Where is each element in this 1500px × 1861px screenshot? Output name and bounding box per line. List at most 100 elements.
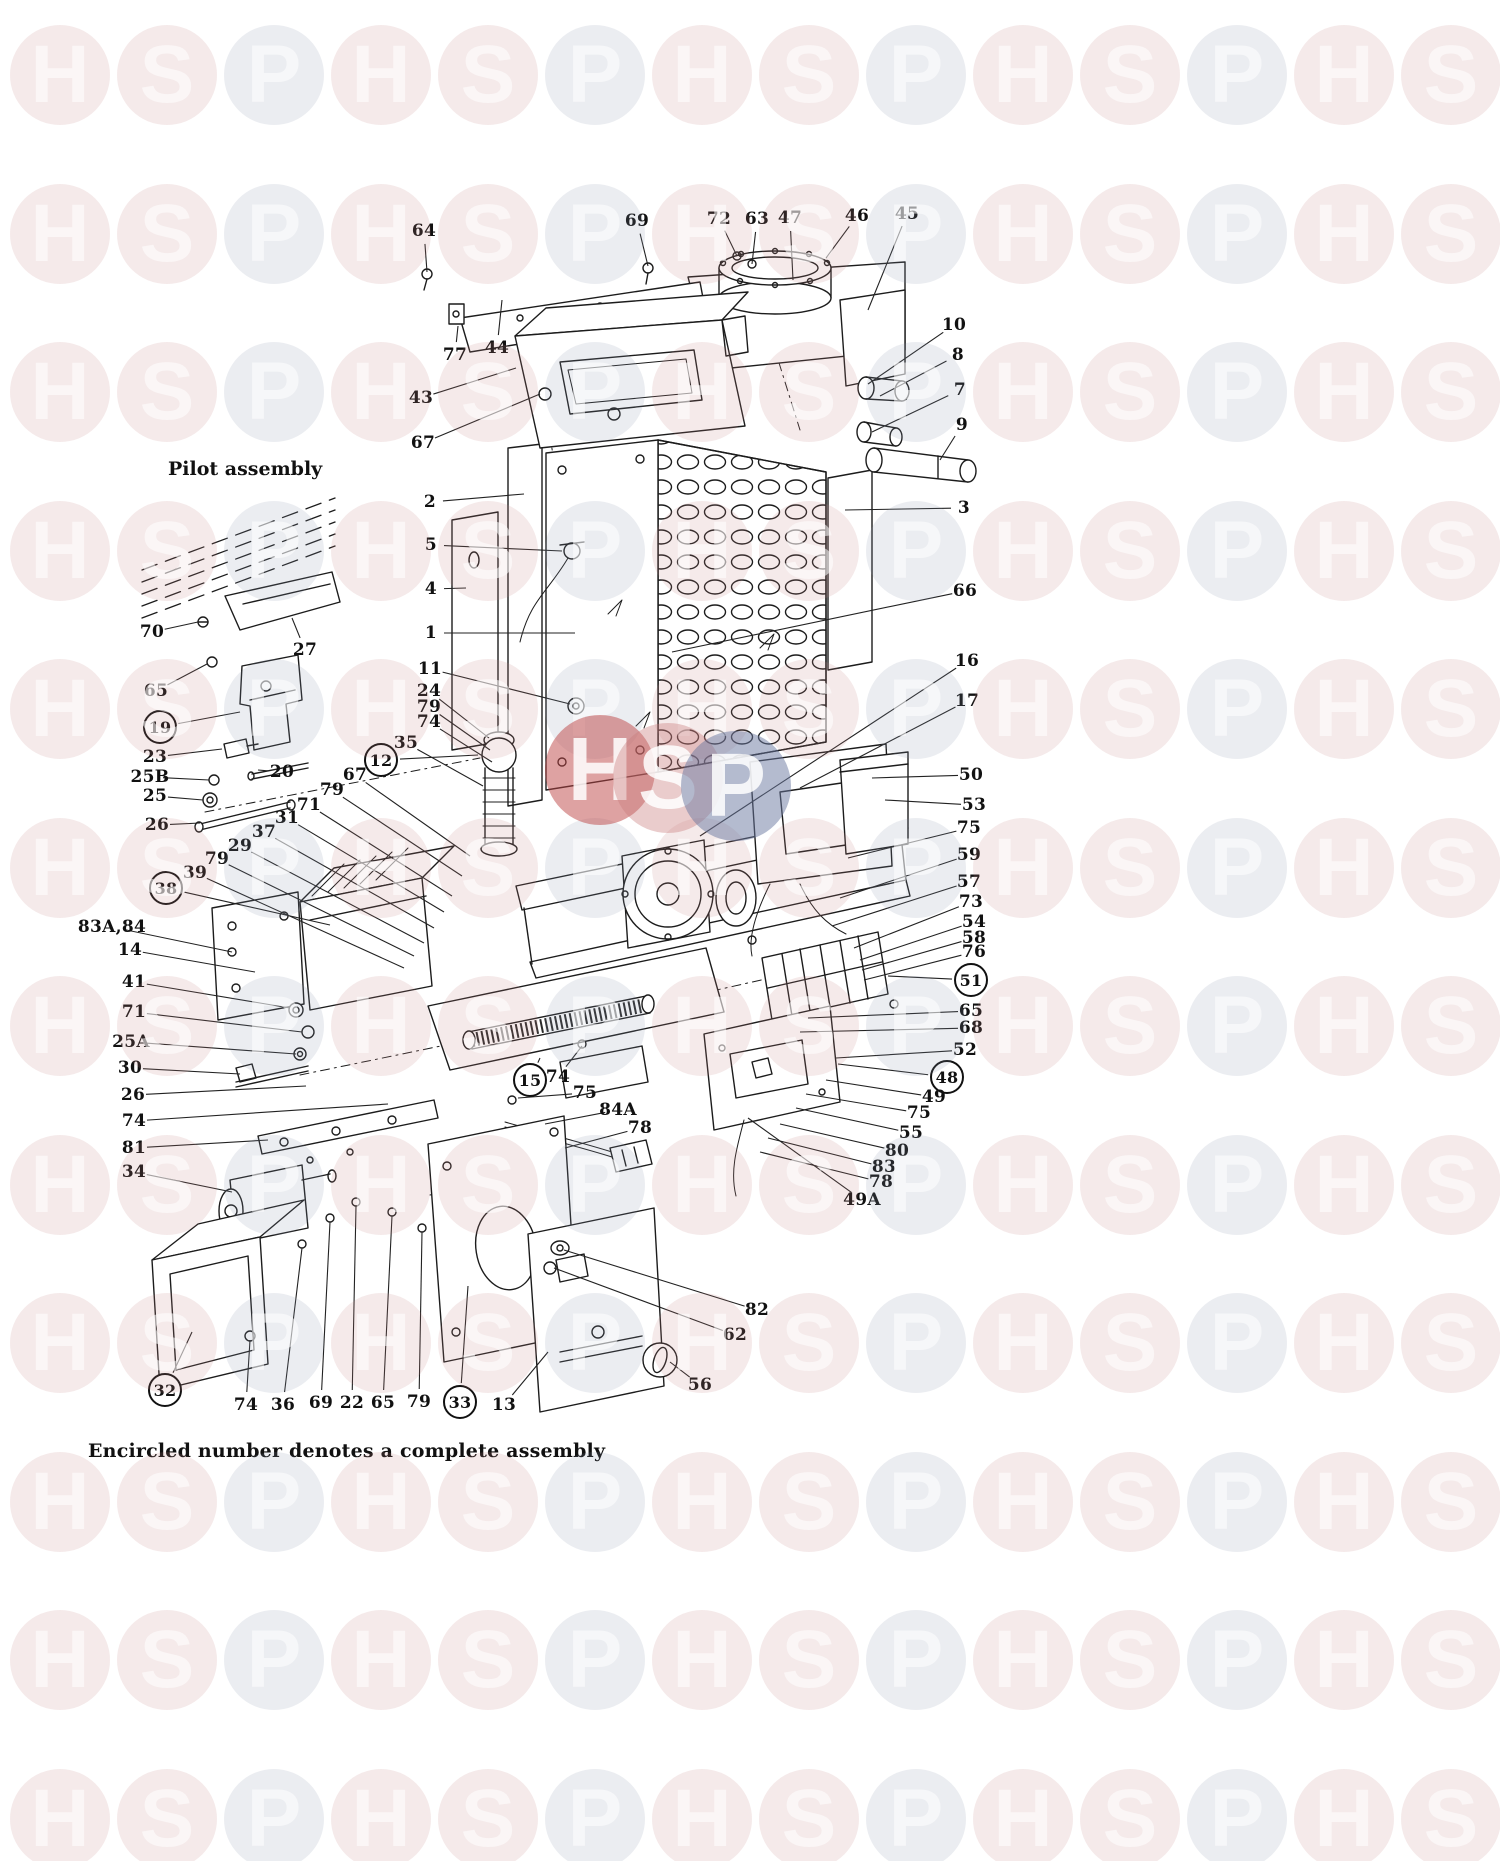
leader-line-57 [831, 885, 957, 927]
leader-line-78 [564, 1130, 628, 1149]
part-label-13: 13 [491, 1395, 517, 1415]
part-label-58: 58 [961, 928, 987, 948]
part-label-8: 8 [951, 345, 965, 365]
leader-line-25 [167, 796, 204, 801]
part-label-4: 4 [424, 579, 438, 599]
pilot-assembly-label: Pilot assembly [168, 458, 323, 480]
leader-line-73 [853, 906, 960, 949]
leader-line-67 [434, 393, 541, 439]
leader-line-79 [228, 864, 415, 957]
leader-line-3 [844, 507, 952, 511]
leader-line-74 [246, 1339, 251, 1393]
leader-line-19 [178, 711, 241, 725]
part-label-5: 5 [424, 535, 438, 555]
part-label-75: 75 [906, 1103, 932, 1123]
part-label-31: 31 [274, 808, 300, 828]
part-label-71: 71 [296, 795, 322, 815]
part-label-55: 55 [898, 1123, 924, 1143]
part-label-83: 83 [871, 1157, 897, 1177]
leader-line-51 [887, 975, 953, 980]
part-label-19: 19 [143, 710, 177, 744]
part-label-29: 29 [227, 836, 253, 856]
part-label-69: 69 [308, 1393, 334, 1413]
leader-line-70 [164, 621, 199, 630]
leader-line-62 [553, 1267, 723, 1332]
part-label-47: 47 [777, 208, 803, 228]
leader-line-10 [867, 331, 944, 385]
leader-line-64 [424, 243, 428, 273]
leader-line-43 [433, 367, 517, 395]
part-label-1: 1 [424, 623, 438, 643]
part-label-43: 43 [408, 388, 434, 408]
part-label-35: 35 [393, 733, 419, 753]
leader-line-83 [767, 1137, 872, 1165]
leader-line-68 [799, 1027, 959, 1033]
leader-line-49A [747, 1117, 852, 1193]
leader-line-72 [724, 230, 738, 257]
part-label-26: 26 [144, 815, 170, 835]
leader-line-66 [671, 593, 953, 653]
part-label-9: 9 [955, 415, 969, 435]
leader-line-79 [439, 714, 491, 751]
leader-line-36 [284, 1247, 303, 1393]
part-label-50: 50 [958, 765, 984, 785]
leader-line-20 [257, 769, 270, 772]
leader-line-37 [275, 837, 435, 929]
part-label-20: 20 [269, 762, 295, 782]
part-label-15: 15 [513, 1063, 547, 1097]
leader-line-12 [399, 754, 479, 760]
fan-assembly-group [621, 839, 757, 949]
leader-line-69 [639, 233, 649, 267]
part-label-49: 49 [921, 1087, 947, 1107]
leader-line-44 [497, 299, 503, 336]
leader-line-13 [511, 1351, 549, 1396]
part-label-72: 72 [706, 209, 732, 229]
part-label-74: 74 [416, 712, 442, 732]
part-label-79: 79 [406, 1392, 432, 1412]
part-label-22: 22 [339, 1393, 365, 1413]
leader-line-80 [779, 1123, 885, 1149]
part-label-32: 32 [148, 1373, 182, 1407]
leader-line-75 [805, 1093, 907, 1112]
leader-line-84A [544, 1111, 606, 1125]
part-label-25A: 25A [112, 1032, 150, 1052]
leader-line-25A [143, 1042, 297, 1055]
part-label-62: 62 [722, 1325, 748, 1345]
part-label-76: 76 [961, 942, 987, 962]
part-label-57: 57 [956, 872, 982, 892]
leader-line-30 [142, 1068, 241, 1075]
leader-line-41 [146, 983, 291, 1009]
part-label-67: 67 [342, 765, 368, 785]
part-label-70: 70 [139, 622, 165, 642]
leader-line-35 [417, 748, 484, 787]
leader-line-11 [442, 671, 571, 705]
leader-line-54 [859, 925, 962, 961]
elbow-and-tube-group [480, 731, 518, 857]
leader-line-47 [790, 230, 794, 281]
part-label-39: 39 [182, 863, 208, 883]
leader-line-4 [443, 587, 467, 590]
part-label-54: 54 [961, 912, 987, 932]
leader-line-67 [365, 782, 471, 857]
part-label-74: 74 [233, 1395, 259, 1415]
part-label-81: 81 [121, 1138, 147, 1158]
leader-line-49 [825, 1079, 922, 1096]
leader-line-69 [321, 1221, 331, 1391]
part-label-79: 79 [319, 780, 345, 800]
part-label-26: 26 [120, 1085, 146, 1105]
leader-line-81 [146, 1139, 269, 1148]
leader-line-17 [799, 706, 956, 789]
leader-line-75 [847, 830, 957, 859]
leader-line-14 [142, 951, 256, 973]
part-label-53: 53 [961, 795, 987, 815]
leader-line-65 [167, 663, 208, 686]
leader-line-75 [517, 1093, 573, 1099]
leader-line-33 [460, 1285, 469, 1384]
leader-line-65 [383, 1215, 393, 1391]
part-label-46: 46 [844, 206, 870, 226]
leader-line-59 [839, 858, 957, 899]
part-label-56: 56 [687, 1375, 713, 1395]
part-label-79: 79 [416, 697, 442, 717]
